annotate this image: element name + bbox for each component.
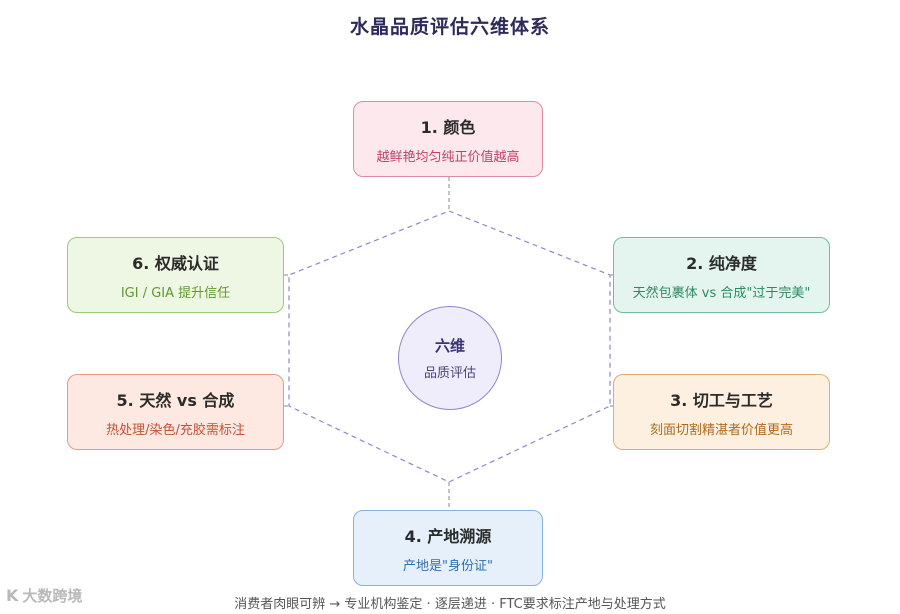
node-label: 3. 切工与工艺 [670,390,773,410]
node-cut: 3. 切工与工艺 刻面切割精湛者价值更高 [613,374,830,450]
node-clarity: 2. 纯净度 天然包裹体 vs 合成"过于完美" [613,237,830,313]
center-subtitle: 品质评估 [423,366,476,381]
center-title: 六维 [434,337,465,355]
node-label: 6. 权威认证 [132,253,219,273]
node-desc: 越鲜艳均匀纯正价值越高 [376,149,520,165]
footer-note: 消费者肉眼可辨 → 专业机构鉴定 · 逐层递进 · FTC要求标注产地与处理方式 [234,597,666,612]
watermark-text: 大数跨境 [22,587,83,605]
node-natural-vs-synthetic: 5. 天然 vs 合成 热处理/染色/充胶需标注 [67,374,284,450]
center-hub: 六维 品质评估 [398,306,502,410]
node-label: 5. 天然 vs 合成 [116,390,235,410]
node-origin: 4. 产地溯源 产地是"身份证" [353,510,543,586]
node-certification: 6. 权威认证 IGI / GIA 提升信任 [67,237,284,313]
watermark: K 大数跨境 [6,585,82,606]
node-desc: 产地是"身份证" [403,558,493,574]
watermark-logo-icon: K [6,586,19,605]
node-label: 4. 产地溯源 [404,526,492,546]
node-label: 1. 颜色 [420,117,476,137]
node-label: 2. 纯净度 [686,253,757,273]
node-color: 1. 颜色 越鲜艳均匀纯正价值越高 [353,101,543,177]
diagram-title: 水晶品质评估六维体系 [349,16,550,38]
node-desc: IGI / GIA 提升信任 [120,285,231,301]
node-desc: 热处理/染色/充胶需标注 [106,422,245,438]
node-desc: 天然包裹体 vs 合成"过于完美" [632,285,811,301]
node-desc: 刻面切割精湛者价值更高 [649,422,793,438]
